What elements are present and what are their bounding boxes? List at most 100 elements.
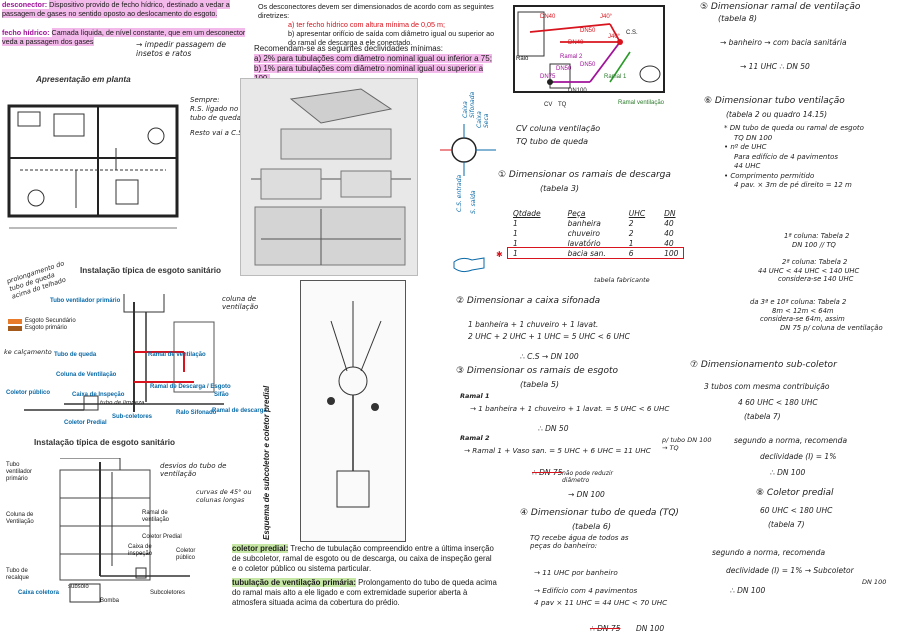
plan2-label-5: DN50 <box>556 66 572 72</box>
plan2-label-15: Ralo <box>516 56 529 62</box>
step8-line1: 60 UHC < 180 UHC <box>760 506 833 515</box>
step5-subtitle: (tabela 8) <box>718 14 758 23</box>
coletor-definition: coletor predial: Trecho de tubulação com… <box>232 544 498 574</box>
step6-c3: da 3ª e 10ª coluna: Tabela 2 <box>750 298 847 306</box>
step6-c3b: 8m < 12m < 64m <box>772 306 834 315</box>
ramal1-label: Ramal 1 <box>460 392 490 400</box>
plan2-label-13: CV <box>544 102 553 108</box>
fecho-note: → impedir passagem de insetos e ratos <box>136 40 226 58</box>
step7-line2: 4 60 UHC < 180 UHC <box>738 398 818 407</box>
sifonada-label-3: C.S. entrada <box>456 174 463 212</box>
step6-col2: 2ª coluna: Tabela 2 44 UHC < 44 UHC < 14… <box>758 258 859 284</box>
step6-col3: da 3ª e 10ª coluna: Tabela 2 8m < 12m < … <box>750 298 883 332</box>
step4-res1: ∴ DN 75 <box>590 624 621 633</box>
ramal1-calc: → 1 banheira + 1 chuveiro + 1 lavat. = 5… <box>470 404 670 413</box>
table-cell: 1 <box>513 228 518 238</box>
step8-title: ⑧ Coletor predial <box>756 488 834 498</box>
table-cell: 2 <box>628 228 634 238</box>
step6-line: • Comprimento permitido <box>724 171 815 180</box>
desconector-rules: Os desconectores devem ser dimensionados… <box>258 2 498 47</box>
vertical-caption: Esquema de subcoletor e coletor predial <box>262 385 271 540</box>
step6-line: 4 pav. × 3m de pé direito = 12 m <box>734 181 852 189</box>
step2-line3: ∴ C.S → DN 100 <box>520 352 579 361</box>
step2-line1: 1 banheira + 1 chuveiro + 1 lavat. <box>468 320 599 329</box>
install2-label-1: Coluna de Ventilação <box>6 512 34 525</box>
bathroom-plan <box>510 2 670 102</box>
desconector-definition: desconector: Dispositivo provido de fech… <box>2 0 250 18</box>
vertical-caption-wrap: Esquema de subcoletor e coletor predial <box>262 340 292 540</box>
step8-line2: (tabela 7) <box>768 520 805 529</box>
step6-line: TQ DN 100 <box>734 133 773 142</box>
step7-line3: (tabela 7) <box>744 412 781 421</box>
plan-note-1: Sempre: <box>190 96 220 104</box>
step6-title: ⑥ Dimensionar tubo ventilação <box>704 96 845 106</box>
install2-label-3: Coletor Predial <box>142 534 182 540</box>
tq-note: TQ tubo de queda <box>516 137 589 146</box>
step1-header: DN <box>664 208 676 218</box>
table-cell: 40 <box>664 238 674 248</box>
plan2-label-8: DN75 <box>540 74 556 80</box>
install2-label-6: Tubo de recalque <box>6 568 30 581</box>
plan-title: Apresentação em planta <box>36 75 131 84</box>
rules-intro: Os desconectores devem ser dimensionados… <box>258 2 494 20</box>
step6-col1: 1ª coluna: Tabela 2 DN 100 // TQ <box>784 232 849 249</box>
step4-subtitle: (tabela 6) <box>572 522 612 531</box>
install1-label-0: Tubo ventilador primário <box>50 298 121 304</box>
step4-line1: TQ recebe água de todos as peças do banh… <box>530 534 629 550</box>
install1-label-6: Coletor Predial <box>64 420 107 426</box>
ramal2-calc: → Ramal 1 + Vaso san. = 5 UHC + 6 UHC = … <box>464 446 651 455</box>
step4-title: ④ Dimensionar tubo de queda (TQ) <box>520 508 679 518</box>
step4-line4: 4 pav × 11 UHC = 44 UHC < 70 UHC <box>534 598 668 607</box>
step6-c2: 2ª coluna: Tabela 2 <box>782 258 848 266</box>
install1-label-8: Sub-coletores <box>112 414 153 420</box>
plan2-label-11: Ramal 2 <box>560 54 583 60</box>
step6-line: Para edifício de 4 pavimentos <box>734 152 839 161</box>
step6-c1: 1ª coluna: Tabela 2 <box>784 232 850 240</box>
install1-label-3: Ramal de ventilação <box>148 352 206 358</box>
install1-label-1: Tubo de queda <box>54 352 97 358</box>
install2-note-2: curvas de 45° ou colunas longas <box>196 488 252 504</box>
step8-line4b: DN 100 <box>862 578 887 586</box>
step6-subtitle: (tabela 2 ou quadro 14.15) <box>726 110 828 119</box>
step6-line: • nº de UHC <box>724 143 767 151</box>
step5-title: ⑤ Dimensionar ramal de ventilação <box>700 2 861 12</box>
plan-drawing <box>6 88 182 236</box>
step4-res2: DN 100 <box>636 624 665 633</box>
legend-pri-swatch <box>8 326 22 331</box>
asterisk-icon: ✱ <box>496 250 503 259</box>
sifonada-label-1: Caixa Sifonada <box>462 91 476 118</box>
install1-title: Instalação típica de esgoto sanitário <box>80 266 222 275</box>
step1-table-wrap: Qtdade Peça UHC DN 1 banheira 2 40 1 chu… <box>506 208 685 259</box>
install1-fall-note: ke calçamento <box>4 348 52 356</box>
coletor-label: coletor predial: <box>232 544 289 553</box>
step8-line5: ∴ DN 100 <box>730 586 766 595</box>
step5-line2: → 11 UHC ∴ DN 50 <box>740 62 810 71</box>
install2-label-4: Caixa de inspeção <box>128 544 153 557</box>
table-cell: chuveiro <box>567 228 601 238</box>
install1-caixa-note: tubo de limpeza <box>100 400 145 406</box>
ramal2-note: não pode reduzir diâmetro <box>562 470 613 484</box>
tech-illustration <box>240 78 418 276</box>
install1-label-5: Caixa de Inspeção <box>72 392 125 398</box>
step6-c2b: 44 UHC < 44 UHC < 140 UHC <box>758 266 860 275</box>
install2-label-7: Caixa coletora <box>18 590 60 596</box>
plan2-label-7: DN50 <box>580 62 596 68</box>
install1-label-11: Ramal de descarga <box>212 408 267 414</box>
sifonada-sketch <box>440 94 500 204</box>
plan2-label-9: DN100 <box>568 88 587 94</box>
install1-vent-note: coluna de ventilação <box>222 295 259 311</box>
install2-label-8: Bomba <box>100 598 120 604</box>
install1-label-4: Coletor público <box>6 390 50 396</box>
plan2-label-6: C.S. <box>626 30 638 36</box>
table-cell: 1 <box>513 218 518 228</box>
legend-pri-label: Esgoto primário <box>25 325 68 331</box>
install2-label-9: Subcoletores <box>150 590 186 596</box>
step7-line4: segundo a norma, recomenda <box>734 436 848 445</box>
ventil-text: Prolongamento do tubo de queda acima do … <box>232 578 497 607</box>
ramal2-label: Ramal 2 <box>460 434 490 442</box>
legend-sec-label: Esgoto Secundário <box>25 318 76 324</box>
step2-line2: 2 UHC + 2 UHC + 1 UHC = 5 UHC < 6 UHC <box>468 332 630 341</box>
step7-title: ⑦ Dimensionamento sub-coletor <box>690 360 837 370</box>
step6-c1b: DN 100 // TQ <box>792 240 836 249</box>
install1-label-9: Ralo Sifonado <box>176 410 217 416</box>
